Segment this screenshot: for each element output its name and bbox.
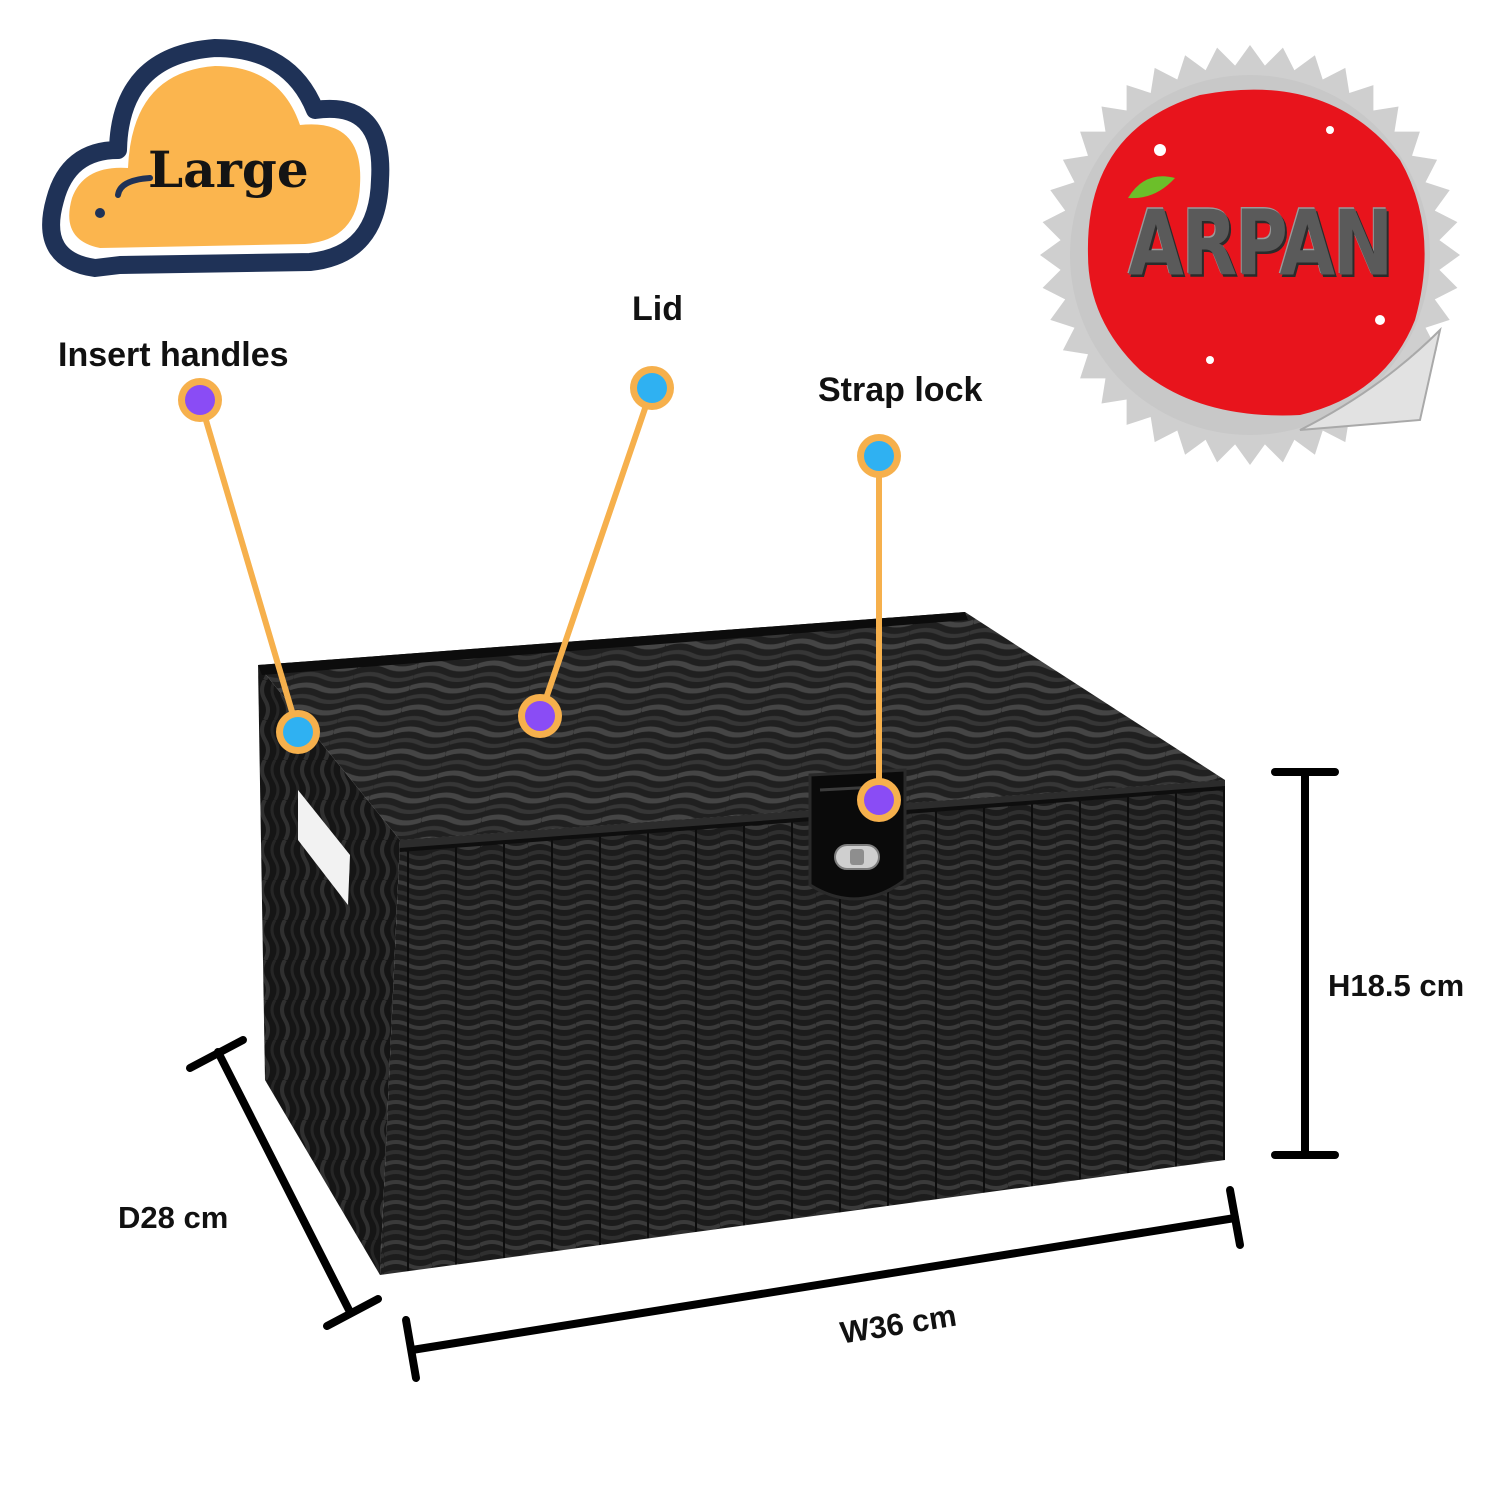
dimension-height-bar (1271, 768, 1339, 1159)
dimension-height-label: H18.5 cm (1328, 968, 1465, 1003)
callout-dot-insert-handles (283, 717, 313, 747)
callout-dots (178, 366, 901, 822)
brand-logo-text: ARPAN (1128, 190, 1393, 296)
callout-dot-lid-top (637, 373, 667, 403)
callout-dot-insert-handles-top (185, 385, 215, 415)
size-badge-label: Large (148, 140, 309, 199)
callout-label-lid: Lid (632, 290, 683, 328)
callout-lines (197, 385, 882, 803)
dimension-depth-label: D28 cm (118, 1200, 229, 1235)
handle-opening (298, 790, 350, 905)
dimension-depth-bar (186, 1036, 382, 1330)
leaf-icon (1128, 176, 1175, 199)
callout-dot-strap-lock (864, 785, 894, 815)
callout-line-insert-handles (197, 397, 301, 735)
callout-dot-lid (525, 701, 555, 731)
dimension-width-bar (402, 1186, 1244, 1382)
basket-front-face (380, 780, 1225, 1275)
callout-label-insert-handles: Insert handles (58, 336, 289, 374)
callout-line-lid (537, 385, 655, 719)
callout-label-strap-lock: Strap lock (818, 371, 983, 409)
size-badge-cloud (42, 39, 390, 277)
basket-side-face (258, 665, 400, 1275)
callout-dot-strap-lock-top (864, 441, 894, 471)
brand-seal (1040, 45, 1460, 465)
sticker-peel (1299, 326, 1442, 431)
